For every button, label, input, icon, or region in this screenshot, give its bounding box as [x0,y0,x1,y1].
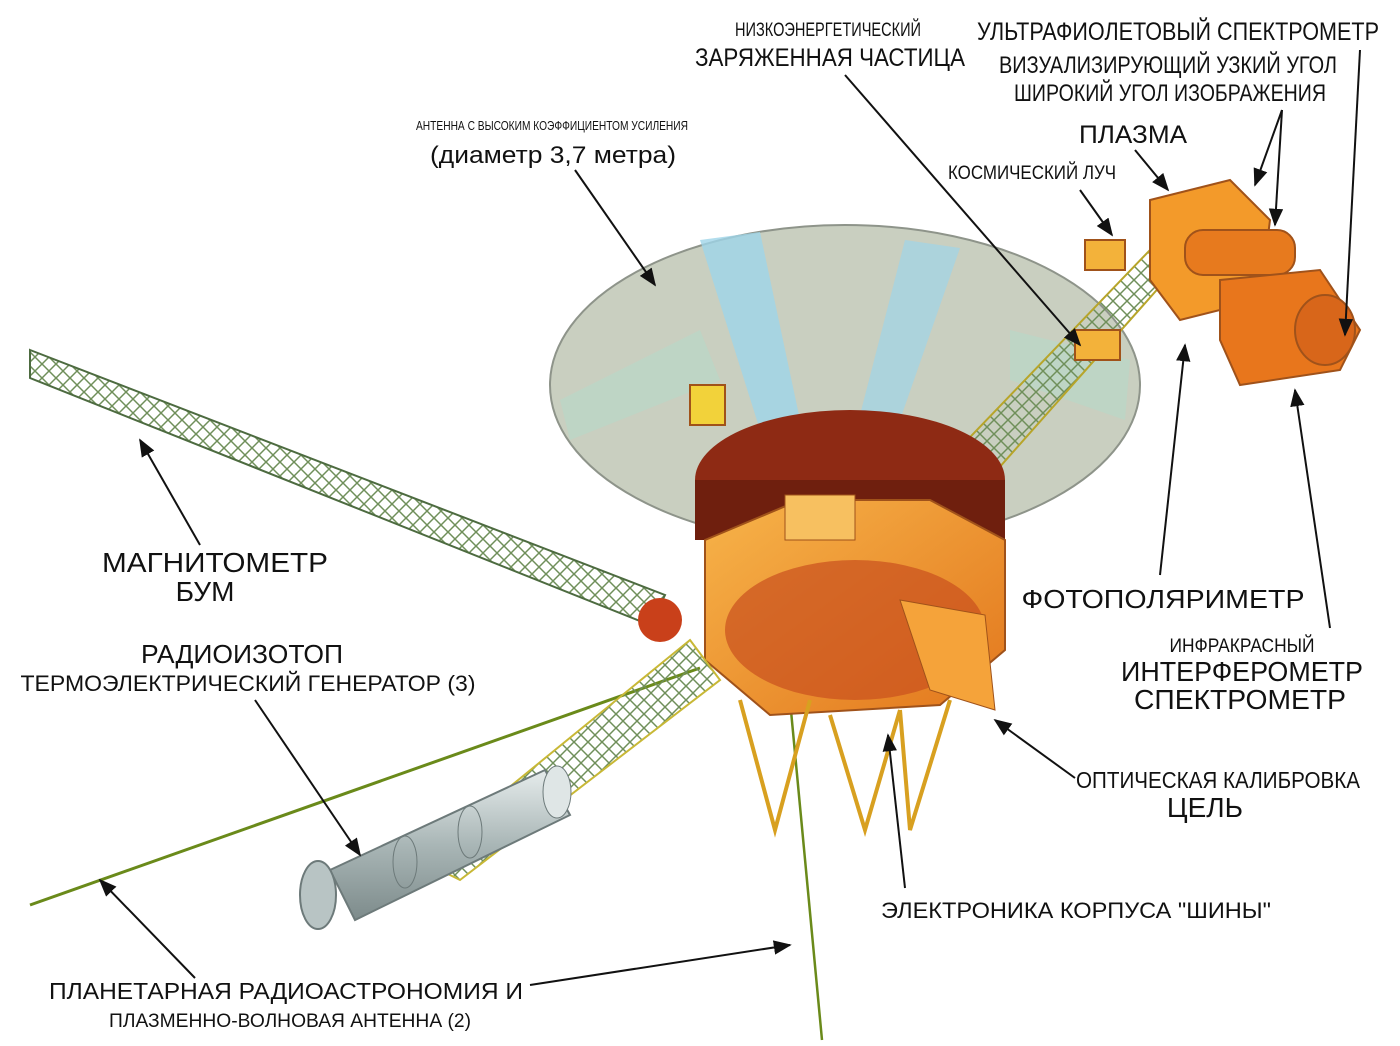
rtg-cylinders [299,765,572,930]
label-target: ЦЕЛЬ [1167,792,1243,823]
label-wide-angle: ШИРОКИЙ УГОЛ ИЗОБРАЖЕНИЯ [1014,79,1326,107]
plasma-wave-antenna [29,666,701,907]
label-plasma-wave-antenna: ПЛАЗМЕННО-ВОЛНОВАЯ АНТЕННА (2) [109,1011,471,1032]
label-hga-diameter: (диаметр 3,7 метра) [430,142,676,169]
label-uv-spectrometer: УЛЬТРАФИОЛЕТОВЫЙ СПЕКТРОМЕТР [977,16,1379,46]
leader-lines [98,49,1361,986]
label-narrow-angle: ВИЗУАЛИЗИРУЮЩИЙ УЗКИЙ УГОЛ [999,51,1337,79]
label-magnetometer: МАГНИТОМЕТР [102,547,328,578]
label-plasma: ПЛАЗМА [1079,121,1187,149]
label-radio-astronomy: ПЛАНЕТАРНАЯ РАДИОАСТРОНОМИЯ И [49,978,523,1004]
label-infrared: ИНФРАКРАСНЫЙ [1170,635,1315,657]
label-photopolarimeter: ФОТОПОЛЯРИМЕТР [1022,584,1305,614]
label-cosmic-ray: КОСМИЧЕСКИЙ ЛУЧ [948,162,1116,184]
label-radioisotope: РАДИОИЗОТОП [141,639,343,669]
label-low-energy: НИЗКОЭНЕРГЕТИЧЕСКИЙ [735,19,921,41]
label-charged-particle: ЗАРЯЖЕННАЯ ЧАСТИЦА [695,44,965,72]
scan-platform [689,178,1362,426]
magnetometer-mount [638,598,682,642]
labels: НИЗКОЭНЕРГЕТИЧЕСКИЙ ЗАРЯЖЕННАЯ ЧАСТИЦА У… [21,16,1380,1032]
label-high-gain-antenna: АНТЕННА С ВЫСОКИМ КОЭФФИЦИЕНТОМ УСИЛЕНИЯ [416,118,688,133]
label-spectrometer: СПЕКТРОМЕТР [1134,684,1346,715]
label-boom: БУМ [176,576,235,607]
label-rtg: ТЕРМОЭЛЕКТРИЧЕСКИЙ ГЕНЕРАТОР (3) [21,671,476,696]
label-optical-calibration: ОПТИЧЕСКАЯ КАЛИБРОВКА [1076,767,1361,793]
label-interferometer: ИНТЕРФЕРОМЕТР [1121,656,1363,687]
bus-legs [738,699,952,838]
label-bus-electronics: ЭЛЕКТРОНИКА КОРПУСА "ШИНЫ" [881,898,1271,923]
